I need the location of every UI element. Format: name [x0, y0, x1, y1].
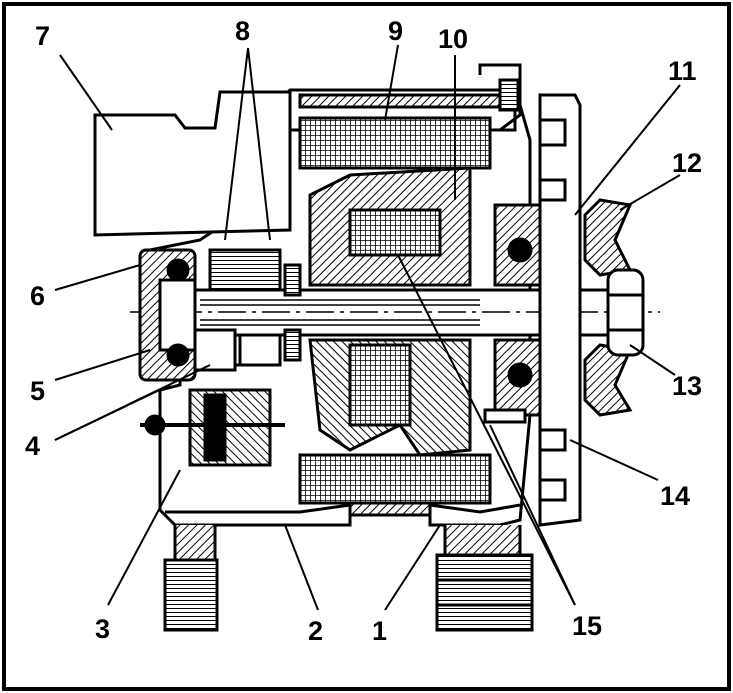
part-labels: 7 8 9 10 11 12 6 5 13 4 14 3 2 1 15 [25, 16, 702, 646]
label-14: 14 [660, 481, 690, 511]
rectifier-terminal [140, 388, 285, 467]
voltage-regulator [93, 90, 292, 237]
label-8: 8 [235, 16, 250, 46]
label-13: 13 [672, 371, 702, 401]
label-12: 12 [672, 148, 702, 178]
label-6: 6 [30, 281, 45, 311]
shaft [130, 288, 660, 337]
shaft-nut [606, 268, 645, 357]
leader-lines [54, 44, 681, 611]
label-3: 3 [95, 614, 110, 644]
fan [538, 93, 582, 527]
rotor [308, 166, 472, 457]
pulley [583, 198, 633, 417]
rear-bearing [138, 248, 197, 382]
label-11: 11 [668, 56, 697, 86]
label-10: 10 [438, 24, 468, 54]
label-15: 15 [572, 611, 602, 641]
label-2: 2 [308, 616, 323, 646]
label-1: 1 [372, 616, 387, 646]
label-9: 9 [388, 16, 403, 46]
brush-holder [193, 328, 282, 372]
label-4: 4 [25, 431, 40, 461]
stator [298, 116, 492, 517]
label-7: 7 [35, 21, 50, 51]
label-5: 5 [30, 376, 45, 406]
